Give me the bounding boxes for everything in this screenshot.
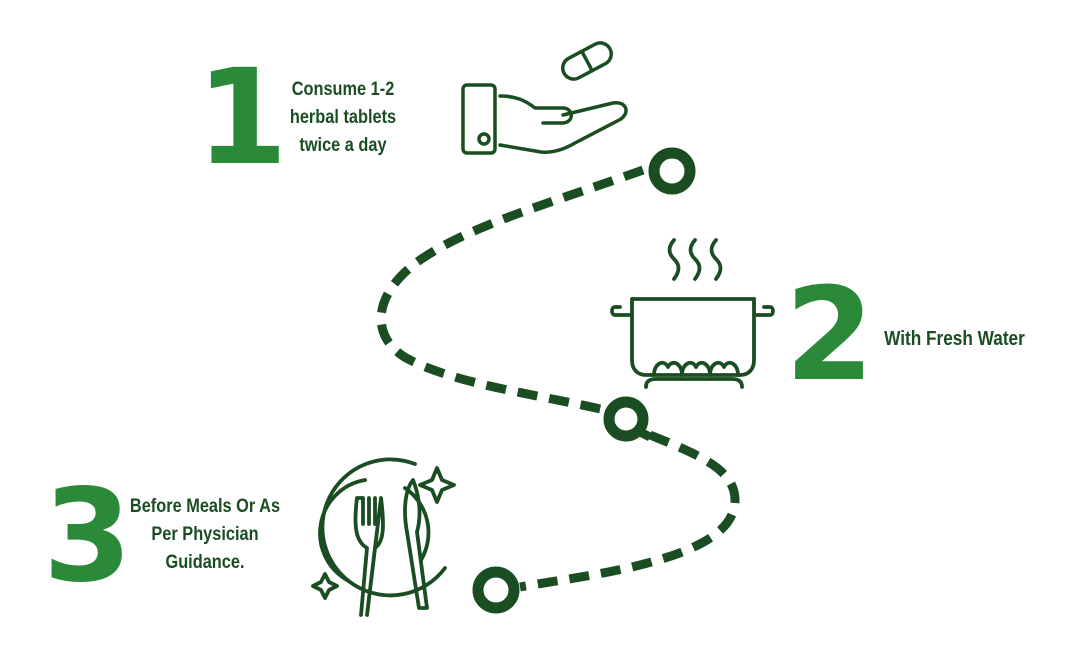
step-1-number: 1: [196, 41, 288, 195]
hand-with-pill-icon: [461, 41, 628, 155]
search-marker: [603, 396, 653, 442]
step-2-text: With Fresh Water: [875, 325, 1034, 353]
step-1-line-3: twice a day: [299, 135, 387, 156]
step-3-line-3: Guidance.: [165, 552, 245, 573]
step-3-line-2: Per Physician: [151, 524, 259, 545]
ring-marker-top: [648, 147, 696, 195]
step-2-number: 2: [785, 261, 874, 410]
step-3-text: Before Meals Or As Per Physician Guidanc…: [115, 493, 296, 577]
ring-marker-bottom: [472, 566, 520, 614]
steaming-pot-on-stove-icon: [610, 238, 775, 389]
step-1-line-1: Consume 1-2: [291, 79, 395, 100]
step-2-line-1: With Fresh Water: [884, 328, 1025, 350]
step-1-text: Consume 1-2 herbal tablets twice a day: [270, 76, 416, 160]
step-3-number: 3: [43, 462, 132, 611]
plate-fork-knife-icon: [311, 457, 456, 617]
step-3-line-1: Before Meals Or As: [129, 496, 281, 517]
step-1-line-2: herbal tablets: [289, 107, 397, 128]
